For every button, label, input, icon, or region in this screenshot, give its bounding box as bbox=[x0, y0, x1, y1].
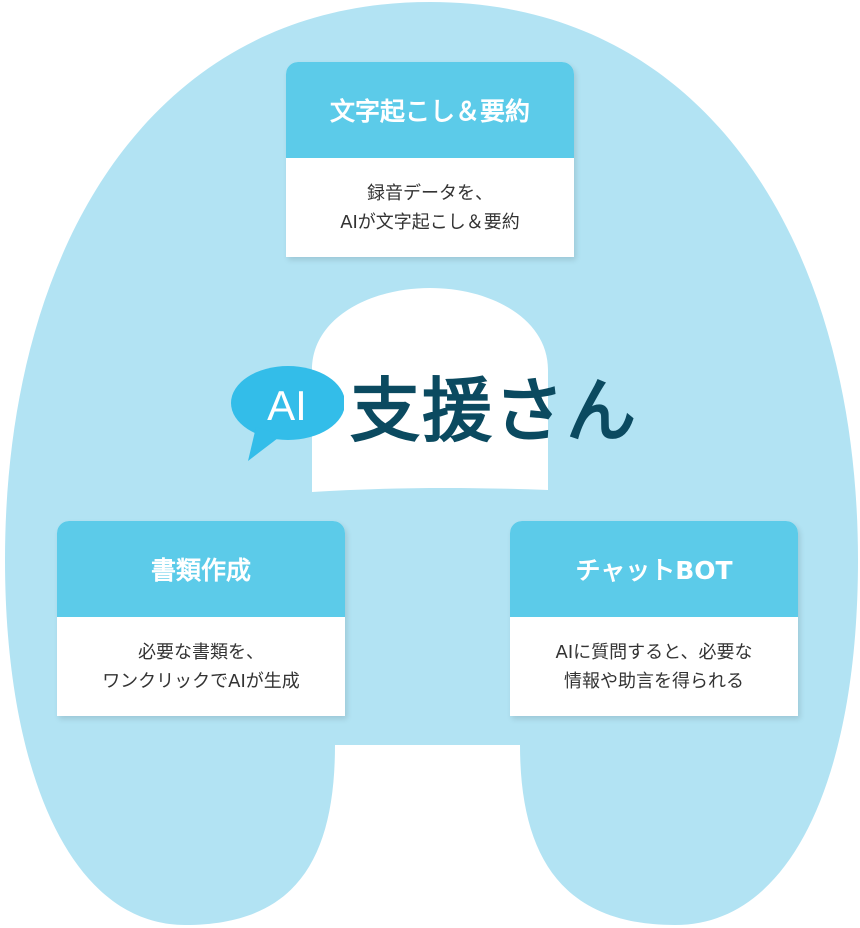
card-title: 文字起こし＆要約 bbox=[286, 62, 574, 158]
card-text: 必要な書類を、 bbox=[138, 641, 264, 663]
card-text: AIに質問すると、必要な bbox=[555, 641, 753, 663]
card-text: ワンクリックでAIが生成 bbox=[102, 670, 300, 692]
logo-badge: AI bbox=[267, 381, 307, 429]
card-document-creation: 書類作成 必要な書類を、ワンクリックでAIが生成 bbox=[57, 521, 345, 716]
ai-chat-bubble-icon: AI bbox=[230, 365, 344, 461]
card-transcription: 文字起こし＆要約 録音データを、 AIが文字起こし＆要約 bbox=[286, 62, 574, 257]
card-text: AIが文字起こし＆要約 bbox=[340, 211, 520, 233]
card-title: 書類作成 bbox=[57, 521, 345, 617]
card-chatbot: チャットBOT AIに質問すると、必要な情報や助言を得られる bbox=[510, 521, 798, 716]
logo: AI 支援さん bbox=[230, 355, 638, 461]
card-text: 情報や助言を得られる bbox=[564, 670, 744, 692]
card-title: チャットBOT bbox=[510, 521, 798, 617]
card-text: 録音データを、 bbox=[367, 182, 493, 204]
logo-name: 支援さん bbox=[350, 370, 638, 452]
